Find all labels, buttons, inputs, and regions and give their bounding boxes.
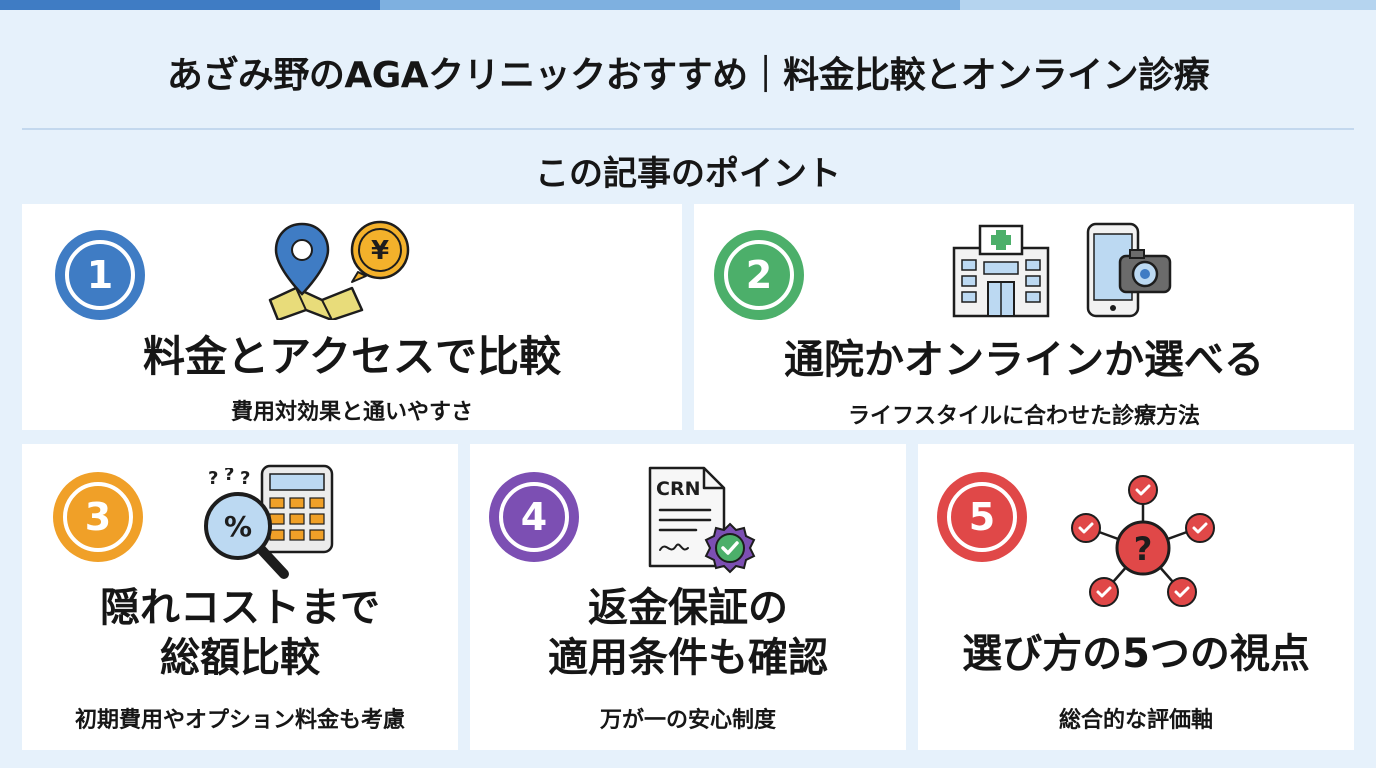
point-heading-4-line-2: 適用条件も確認: [548, 635, 828, 681]
yen-coin-icon: ¥: [350, 220, 410, 283]
svg-text:?: ?: [208, 468, 218, 489]
svg-text:?: ?: [224, 468, 234, 485]
calculator-icon: [260, 464, 334, 554]
point-card-5: 5 ? 選び方の5つの視点 総合的な評価軸: [918, 444, 1354, 750]
map-pin-icon: [268, 222, 364, 320]
point-heading-2: 通院かオンラインか選べる: [784, 337, 1264, 383]
document-label: CRN: [656, 478, 701, 500]
svg-text:¥: ¥: [371, 236, 389, 266]
svg-text:?: ?: [1134, 530, 1153, 568]
title-divider: [22, 128, 1354, 130]
point-number-3: 3: [63, 482, 133, 552]
point-description-2: ライフスタイルに合わせた診療方法: [847, 404, 1200, 429]
point-number-badge-5: 5: [937, 472, 1027, 562]
svg-text:?: ?: [240, 468, 250, 489]
point-card-1: 1 ¥ 料金とアクセスで比較 費用対効果と通いやすさ: [22, 204, 682, 430]
hospital-icon: [952, 224, 1050, 318]
point-heading-4-line-1: 返金保証の: [588, 585, 788, 631]
point-number-badge-3: 3: [53, 472, 143, 562]
point-number-2: 2: [724, 240, 794, 310]
svg-text:%: %: [224, 510, 252, 543]
magnifier-percent-icon: ? ? ? %: [204, 468, 289, 579]
point-number-4: 4: [499, 482, 569, 552]
document-icon: [648, 466, 726, 568]
point-card-4: 4 CRN 返金保証の 適用条件も確認 万が一の安心制度: [470, 444, 906, 750]
accent-segment-2: [380, 0, 960, 10]
point-heading-3-line-1: 隠れコストまで: [100, 585, 380, 631]
point-number-badge-2: 2: [714, 230, 804, 320]
point-description-1: 費用対効果と通いやすさ: [230, 400, 473, 425]
point-number-1: 1: [65, 240, 135, 310]
section-subtitle: この記事のポイント: [535, 154, 841, 194]
point-description-4: 万が一の安心制度: [599, 708, 776, 733]
accent-segment-3: [960, 0, 1376, 10]
point-heading-1: 料金とアクセスで比較: [143, 332, 561, 381]
page-title: あざみ野のAGAクリニックおすすめ｜料金比較とオンライン診療: [166, 55, 1210, 96]
point-description-3: 初期費用やオプション料金も考慮: [74, 708, 405, 733]
top-accent-bar: [0, 0, 1376, 10]
point-card-3: 3 ? ? ? % 隠れコストまで 総額比較 初期費用やオプション料金も考慮: [22, 444, 458, 750]
point-number-badge-4: 4: [489, 472, 579, 562]
point-description-5: 総合的な評価軸: [1058, 708, 1213, 733]
accent-segment-1: [0, 0, 380, 10]
question-network-icon: ?: [1071, 475, 1215, 607]
check-badge-icon: [704, 522, 756, 574]
point-heading-5: 選び方の5つの視点: [962, 631, 1310, 677]
point-number-5: 5: [947, 482, 1017, 552]
point-heading-3-line-2: 総額比較: [160, 635, 320, 681]
smartphone-camera-icon: [1086, 222, 1172, 318]
point-card-2: 2 通院かオンラインか選べる ライフスタイルに合わせた診療方法: [694, 204, 1354, 430]
point-number-badge-1: 1: [55, 230, 145, 320]
